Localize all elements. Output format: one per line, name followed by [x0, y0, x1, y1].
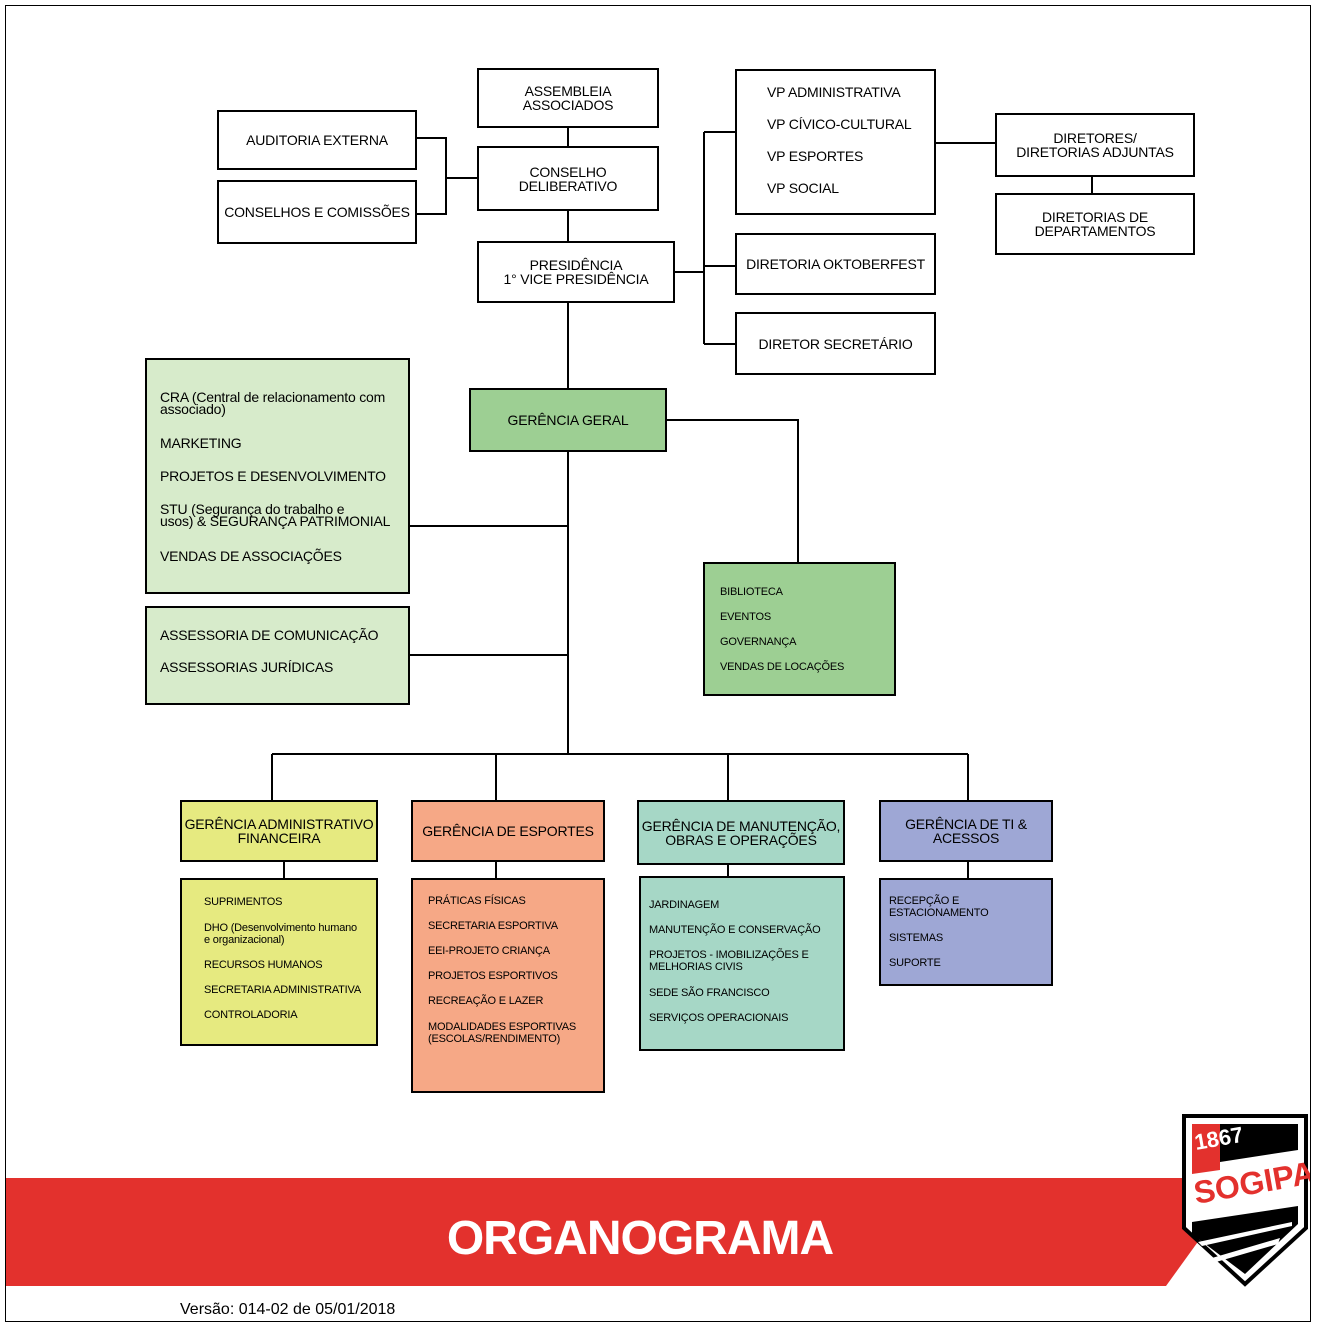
- esp-item: (ESCOLAS/RENDIMENTO): [428, 1033, 561, 1045]
- esp-item: PRÁTICAS FÍSICAS: [428, 895, 526, 907]
- diretor-secretario-box: DIRETOR SECRETÁRIO: [735, 312, 936, 375]
- staff-left-item: VENDAS DE ASSOCIAÇÕES: [160, 548, 342, 564]
- vp-item: VP ESPORTES: [767, 148, 864, 164]
- diretores-line-2: DIRETORIAS ADJUNTAS: [1016, 144, 1174, 160]
- adm-item: e organizacional): [204, 934, 285, 946]
- esp-item: SECRETARIA ESPORTIVA: [428, 920, 558, 932]
- adm-item: SUPRIMENTOS: [204, 896, 283, 908]
- oktoberfest-label: DIRETORIA OKTOBERFEST: [746, 256, 925, 272]
- gerencia-adm-box: GERÊNCIA ADMINISTRATIVO FINANCEIRA: [180, 800, 378, 862]
- man-title-line-1: GERÊNCIA DE MANUTENÇÃO,: [641, 817, 841, 834]
- gerencia-geral-box: GERÊNCIA GERAL: [469, 388, 667, 452]
- man-item: MELHORIAS CIVIS: [649, 961, 743, 973]
- adm-title-line-1: GERÊNCIA ADMINISTRATIVO: [184, 816, 374, 832]
- adm-title-line-2: FINANCEIRA: [237, 830, 321, 846]
- man-item: JARDINAGEM: [649, 899, 720, 911]
- staff-left-box: CRA (Central de relacionamento com assoc…: [145, 358, 410, 594]
- presidencia-line-2: 1° VICE PRESIDÊNCIA: [503, 271, 649, 287]
- ti-item: RECEPÇÃO E: [889, 895, 960, 907]
- staff-left-item: CRA (Central de relacionamento com: [160, 389, 386, 405]
- gerencia-manutencao-box: GERÊNCIA DE MANUTENÇÃO, OBRAS E OPERAÇÕE…: [637, 800, 845, 865]
- man-title-line-2: OBRAS E OPERAÇÕES: [665, 831, 817, 848]
- assembleia-label: ASSEMBLEIA ASSOCIADOS: [522, 83, 614, 113]
- man-item: SEDE SÃO FRANCISCO: [649, 987, 770, 999]
- esp-title: GERÊNCIA DE ESPORTES: [422, 823, 594, 839]
- presidencia-line-1: PRESIDÊNCIA: [529, 257, 623, 273]
- adm-item: CONTROLADORIA: [204, 1009, 298, 1021]
- secretario-label: DIRETOR SECRETÁRIO: [758, 335, 913, 352]
- staff-left-item: associado): [160, 401, 226, 417]
- page-frame: [5, 5, 1311, 1322]
- staff-left-item: PROJETOS E DESENVOLVIMENTO: [160, 468, 386, 484]
- staff-right-box: BIBLIOTECA EVENTOS GOVERNANÇA VENDAS DE …: [703, 562, 896, 696]
- man-departments-box: JARDINAGEM MANUTENÇÃO E CONSERVAÇÃO PROJ…: [639, 876, 845, 1051]
- presidencia-box: PRESIDÊNCIA 1° VICE PRESIDÊNCIA: [477, 241, 675, 303]
- ti-departments-box: RECEPÇÃO E ESTACIONAMENTO SISTEMAS SUPOR…: [879, 878, 1053, 986]
- adm-departments-box: SUPRIMENTOS DHO (Desenvolvimento humano …: [180, 878, 378, 1046]
- gerencia-ti-box: GERÊNCIA DE TI & ACESSOS: [879, 800, 1053, 862]
- staff-left-item: usos) & SEGURANÇA PATRIMONIAL: [160, 513, 391, 529]
- ti-item: ESTACIONAMENTO: [889, 907, 989, 919]
- conselho-deliberativo-box: CONSELHO DELIBERATIVO: [477, 146, 659, 211]
- gerencia-esportes-box: GERÊNCIA DE ESPORTES: [411, 800, 605, 862]
- sogipa-logo: 1867 SOGIPA: [1182, 1114, 1310, 1287]
- ti-title-line-2: ACESSOS: [932, 830, 1000, 846]
- vp-item: VP SOCIAL: [767, 180, 839, 196]
- conselho-label: CONSELHO DELIBERATIVO: [518, 163, 618, 194]
- esp-item: RECREAÇÃO E LAZER: [428, 995, 544, 1007]
- vp-item: VP CÍVICO-CULTURAL: [767, 116, 912, 132]
- staff-right-item: EVENTOS: [720, 611, 771, 623]
- conselhos-comissoes-box: CONSELHOS E COMISSÕES: [217, 180, 417, 244]
- ti-item: SUPORTE: [889, 957, 941, 969]
- assessoria-item: ASSESSORIA DE COMUNICAÇÃO: [160, 627, 379, 643]
- diretores-line-1: DIRETORES/: [1053, 130, 1137, 146]
- gerencia-geral-label: GERÊNCIA GERAL: [507, 412, 629, 428]
- man-item: PROJETOS - IMOBILIZAÇÕES E: [649, 949, 809, 961]
- version-text: Versão: 014-02 de 05/01/2018: [180, 1301, 396, 1318]
- departamentos-line-1: DIRETORIAS DE: [1041, 209, 1149, 225]
- adm-item: RECURSOS HUMANOS: [204, 959, 323, 971]
- staff-right-item: GOVERNANÇA: [720, 636, 797, 648]
- man-item: MANUTENÇÃO E CONSERVAÇÃO: [649, 924, 821, 936]
- title-banner: [6, 1178, 1166, 1286]
- departamentos-line-2: DEPARTAMENTOS: [1034, 223, 1156, 239]
- auditoria-label: AUDITORIA EXTERNA: [246, 132, 388, 148]
- esp-item: EEI-PROJETO CRIANÇA: [428, 945, 550, 957]
- vice-presidencias-box: VP ADMINISTRATIVA VP CÍVICO-CULTURAL VP …: [735, 69, 936, 215]
- esp-item: MODALIDADES ESPORTIVAS: [428, 1021, 577, 1033]
- vp-item: VP ADMINISTRATIVA: [767, 84, 901, 100]
- esp-item: PROJETOS ESPORTIVOS: [428, 970, 558, 982]
- esp-departments-box: PRÁTICAS FÍSICAS SECRETARIA ESPORTIVA EE…: [411, 878, 605, 1093]
- adm-item: DHO (Desenvolvimento humano: [204, 922, 357, 934]
- auditoria-externa-box: AUDITORIA EXTERNA: [217, 110, 417, 170]
- diretorias-departamentos-box: DIRETORIAS DE DEPARTAMENTOS: [995, 193, 1195, 255]
- staff-right-item: VENDAS DE LOCAÇÕES: [720, 661, 845, 673]
- assessorias-box: ASSESSORIA DE COMUNICAÇÃO ASSESSORIAS JU…: [145, 606, 410, 705]
- assessoria-item: ASSESSORIAS JURÍDICAS: [160, 659, 334, 675]
- assembleia-box: ASSEMBLEIA ASSOCIADOS: [477, 68, 659, 128]
- conselhos-label: CONSELHOS E COMISSÕES: [224, 204, 410, 220]
- oktoberfest-box: DIRETORIA OKTOBERFEST: [735, 233, 936, 295]
- staff-left-item: MARKETING: [160, 435, 242, 451]
- adm-item: SECRETARIA ADMINISTRATIVA: [204, 984, 361, 996]
- ti-title-line-1: GERÊNCIA DE TI &: [905, 816, 1027, 832]
- man-item: SERVIÇOS OPERACIONAIS: [649, 1012, 789, 1024]
- page-title: ORGANOGRAMA: [446, 1212, 834, 1265]
- staff-left-item: STU (Segurança do trabalho e: [160, 501, 345, 517]
- ti-item: SISTEMAS: [889, 932, 944, 944]
- diretores-adjuntas-box: DIRETORES/ DIRETORIAS ADJUNTAS: [995, 113, 1195, 177]
- staff-right-item: BIBLIOTECA: [720, 586, 783, 598]
